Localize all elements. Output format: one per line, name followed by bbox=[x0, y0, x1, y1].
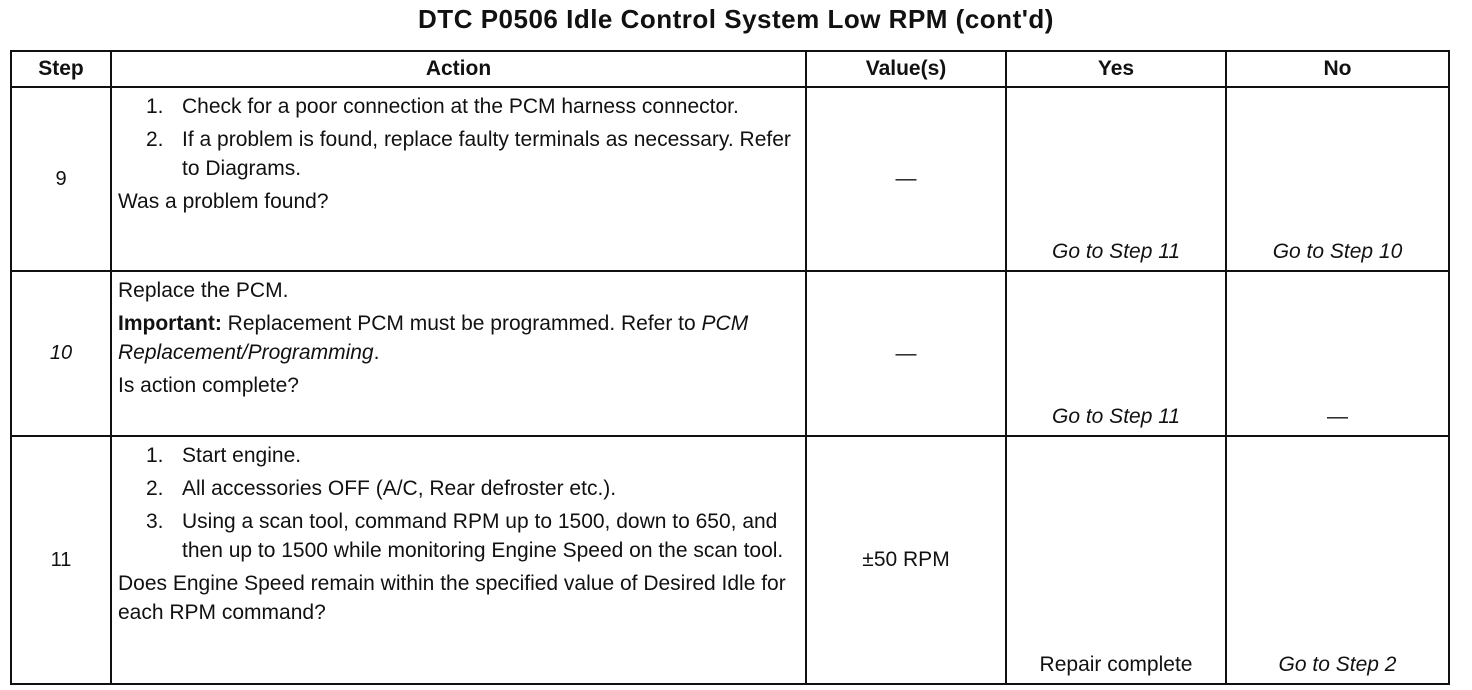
action-question: Is action complete? bbox=[118, 374, 299, 397]
no-outcome: Go to Step 2 bbox=[1225, 435, 1450, 685]
action-question: Does Engine Speed remain within the spec… bbox=[118, 572, 786, 624]
diagnostic-table: Step Action Value(s) Yes No 9 1. Check f… bbox=[10, 50, 1450, 685]
table-row-step-9: 9 1. Check for a poor connection at the … bbox=[10, 86, 1450, 272]
column-header-action: Action bbox=[110, 50, 807, 88]
list-item-text: Using a scan tool, command RPM up to 150… bbox=[182, 510, 784, 562]
list-item-text: Start engine. bbox=[182, 444, 302, 467]
action-question: Was a problem found? bbox=[118, 190, 329, 213]
list-item: 1. Check for a poor connection at the PC… bbox=[146, 92, 799, 121]
column-header-yes: Yes bbox=[1005, 50, 1227, 88]
table-row-step-11: 11 1. Start engine. 2. All accessories O… bbox=[10, 435, 1450, 685]
reference-pcm-programming[interactable]: PCM Replacement/Programming bbox=[118, 312, 749, 364]
no-link[interactable]: Go to Step 2 bbox=[1278, 653, 1397, 676]
step-number: 9 bbox=[10, 86, 112, 272]
list-item-number: 2. bbox=[146, 477, 164, 500]
important-note: Important: Replacement PCM must be progr… bbox=[118, 312, 749, 364]
list-item-number: 1. bbox=[146, 95, 164, 118]
yes-outcome: Repair complete bbox=[1005, 435, 1227, 685]
table-header-row: Step Action Value(s) Yes No bbox=[10, 50, 1450, 88]
yes-outcome: Go to Step 11 bbox=[1005, 270, 1227, 437]
important-text: Replacement PCM must be programmed. Refe… bbox=[221, 312, 702, 335]
list-item-text: If a problem is found, replace faulty te… bbox=[182, 128, 791, 180]
list-item: 1. Start engine. bbox=[146, 441, 799, 470]
action-cell: 1. Check for a poor connection at the PC… bbox=[110, 86, 807, 272]
action-steps-list: 1. Check for a poor connection at the PC… bbox=[118, 92, 799, 183]
list-item-number: 1. bbox=[146, 444, 164, 467]
column-header-step: Step bbox=[10, 50, 112, 88]
page-title: DTC P0506 Idle Control System Low RPM (c… bbox=[418, 4, 1054, 34]
no-outcome: Go to Step 10 bbox=[1225, 86, 1450, 272]
reference-diagrams[interactable]: Diagrams bbox=[205, 157, 296, 180]
table-row-step-10: 10 Replace the PCM. Important: Replaceme… bbox=[10, 270, 1450, 437]
value-cell: — bbox=[805, 86, 1007, 272]
list-item-number: 3. bbox=[146, 510, 164, 533]
list-item-text: All accessories OFF (A/C, Rear defroster… bbox=[182, 477, 617, 500]
important-label: Important: bbox=[118, 312, 222, 335]
list-item: 2. All accessories OFF (A/C, Rear defros… bbox=[146, 474, 799, 503]
action-cell: Replace the PCM. Important: Replacement … bbox=[110, 270, 807, 437]
no-outcome: — bbox=[1225, 270, 1450, 437]
yes-link[interactable]: Go to Step 11 bbox=[1051, 405, 1181, 428]
yes-outcome: Go to Step 11 bbox=[1005, 86, 1227, 272]
action-intro: Replace the PCM. bbox=[118, 279, 289, 302]
column-header-value: Value(s) bbox=[805, 50, 1007, 88]
action-cell: 1. Start engine. 2. All accessories OFF … bbox=[110, 435, 807, 685]
no-link[interactable]: Go to Step 10 bbox=[1272, 240, 1403, 263]
list-item: 3. Using a scan tool, command RPM up to … bbox=[146, 507, 799, 565]
value-cell: ±50 RPM bbox=[805, 435, 1007, 685]
step-number: 10 bbox=[10, 270, 112, 437]
step-number: 11 bbox=[10, 435, 112, 685]
yes-link[interactable]: Go to Step 11 bbox=[1051, 240, 1181, 263]
list-item-number: 2. bbox=[146, 128, 164, 151]
list-item: 2. If a problem is found, replace faulty… bbox=[146, 125, 799, 183]
list-item-text: Check for a poor connection at the PCM h… bbox=[182, 95, 739, 118]
action-steps-list: 1. Start engine. 2. All accessories OFF … bbox=[118, 441, 799, 565]
column-header-no: No bbox=[1225, 50, 1450, 88]
value-cell: — bbox=[805, 270, 1007, 437]
